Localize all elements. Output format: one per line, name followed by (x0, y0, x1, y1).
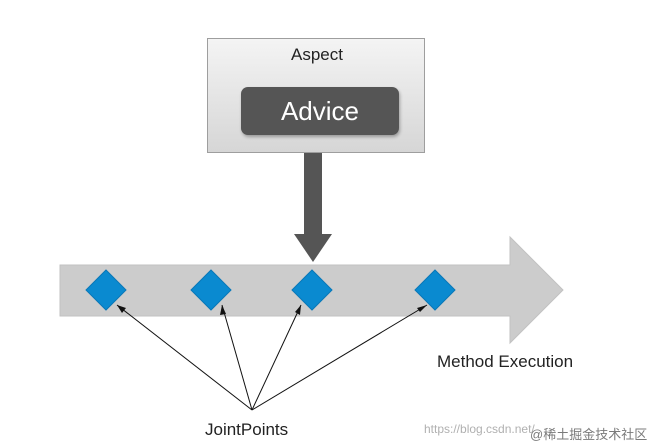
pointer-head (117, 305, 126, 313)
pointer-head (417, 305, 427, 312)
joinpoint-diamond (190, 269, 232, 311)
url-watermark: https://blog.csdn.net/ (424, 422, 535, 436)
method-execution-label: Method Execution (437, 352, 574, 371)
joinpoint-diamond (414, 269, 456, 311)
pointer-head (295, 305, 301, 315)
pointer-head (220, 305, 226, 315)
advice-label: Advice (280, 96, 360, 126)
pointer-line (251, 304, 428, 411)
joinpoint-pointer-heads (117, 305, 427, 315)
joinpoints-label: JointPoints (205, 420, 289, 439)
advice-box: Advice (241, 87, 399, 135)
joinpoint-diamond (291, 269, 333, 311)
advice-down-arrow (294, 153, 332, 262)
brand-watermark: @稀土掘金技术社区 (530, 427, 648, 442)
joinpoint-diamond (85, 269, 127, 311)
pointer-line (251, 304, 302, 411)
joinpoints (85, 269, 456, 311)
aspect-box: Aspect Advice (207, 38, 425, 153)
aspect-label: Aspect (291, 45, 343, 64)
pointer-line (116, 304, 253, 411)
joinpoint-pointer-lines (116, 304, 428, 411)
pointer-line (221, 304, 253, 411)
